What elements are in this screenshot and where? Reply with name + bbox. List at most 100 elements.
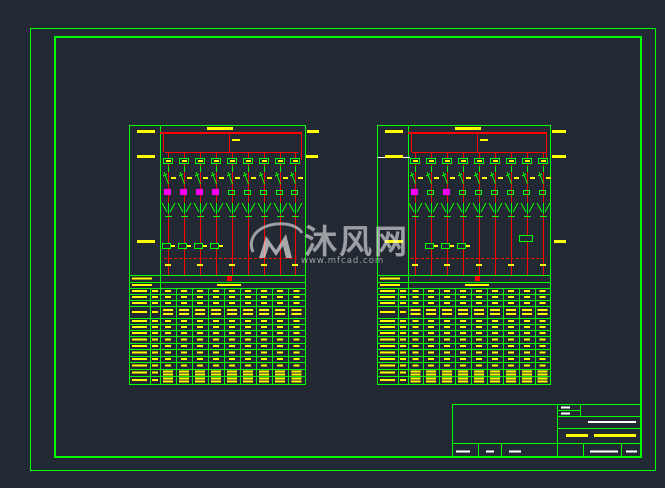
side-label-mark xyxy=(306,155,318,158)
table-cell-mark xyxy=(291,370,302,373)
table-cell-mark xyxy=(426,309,436,311)
switch-label-mark xyxy=(171,177,176,179)
cable-label-mark xyxy=(292,264,298,266)
feeder-circuit xyxy=(177,152,192,275)
disconnect-switch-symbol xyxy=(194,166,201,185)
table-cell-mark xyxy=(476,290,482,292)
contactor-box xyxy=(164,189,171,195)
table-cell-mark xyxy=(261,358,267,360)
table-cell-mark xyxy=(181,332,187,334)
table-label-mark xyxy=(152,345,158,347)
table-cell-mark xyxy=(179,377,189,380)
table-cell-mark xyxy=(211,313,221,315)
current-transformer-symbol xyxy=(408,202,423,217)
table-cell-mark xyxy=(444,326,450,328)
table-cell-mark xyxy=(460,345,466,347)
table-cell-mark xyxy=(293,302,300,304)
switch-label-mark xyxy=(283,177,288,179)
table-cell-mark xyxy=(293,326,300,328)
table-cell-mark xyxy=(539,320,546,322)
table-cell-mark xyxy=(537,313,548,315)
table-cell-mark xyxy=(460,338,466,341)
table-cell-mark xyxy=(490,373,500,376)
meter-box xyxy=(210,243,219,249)
table-cell-mark xyxy=(181,351,187,354)
table-cell-mark xyxy=(458,373,468,376)
title-block-text-mark xyxy=(509,450,521,453)
switch-label-mark xyxy=(251,177,256,179)
table-cell-mark xyxy=(442,377,452,380)
feeder-circuit xyxy=(424,152,439,275)
breaker-label-mark xyxy=(262,160,267,162)
voltage-label-mark xyxy=(385,155,403,158)
table-cell-mark xyxy=(412,290,419,292)
table-cell-mark xyxy=(490,370,500,373)
breaker-label-mark xyxy=(461,160,466,162)
table-cell-mark xyxy=(245,302,251,304)
cable-label-mark xyxy=(197,264,203,266)
table-cell-mark xyxy=(277,320,283,322)
table-cell-mark xyxy=(492,332,498,334)
table-cell-mark xyxy=(293,296,300,298)
contactor-box xyxy=(291,190,298,195)
table-cell-mark xyxy=(474,380,484,383)
table-label-mark xyxy=(152,326,158,328)
table-cell-mark xyxy=(293,332,300,334)
meter-label-mark xyxy=(434,245,438,247)
table-cell-mark xyxy=(428,326,434,328)
switch-label-mark xyxy=(482,177,487,179)
table-cell-mark xyxy=(410,380,421,383)
table-cell-mark xyxy=(261,338,267,341)
cable-label-mark xyxy=(165,264,171,266)
table-cell-mark xyxy=(165,345,171,347)
table-cell-mark xyxy=(426,373,436,376)
switch-label-mark xyxy=(203,177,208,179)
table-cell-mark xyxy=(245,332,251,334)
table-cell-mark xyxy=(229,358,235,360)
current-transformer-symbol xyxy=(536,202,551,217)
table-cell-mark xyxy=(492,302,498,304)
table-cell-mark xyxy=(275,373,285,376)
table-cell-mark xyxy=(245,358,251,360)
table-cell-mark xyxy=(428,351,434,354)
table-cell-mark xyxy=(522,370,532,373)
breaker-label-mark xyxy=(198,160,203,162)
table-cell-mark xyxy=(277,290,283,292)
contactor-box xyxy=(459,190,466,195)
table-cell-mark xyxy=(277,332,283,334)
table-header-mark xyxy=(380,284,400,286)
table-cell-mark xyxy=(211,309,221,311)
table-cell-mark xyxy=(460,320,466,322)
breaker-label-mark xyxy=(278,160,283,162)
table-cell-mark xyxy=(508,320,514,322)
table-label-mark xyxy=(380,326,395,328)
table-cell-mark xyxy=(181,338,187,341)
table-cell-mark xyxy=(524,364,530,367)
table-cell-mark xyxy=(506,380,516,383)
table-cell-mark xyxy=(213,290,219,292)
current-transformer-symbol xyxy=(288,202,303,217)
contactor-box xyxy=(475,190,482,195)
incoming-cell-mark xyxy=(227,276,232,281)
table-cell-mark xyxy=(474,370,484,373)
table-cell-mark xyxy=(522,380,532,383)
table-cell-mark xyxy=(261,332,267,334)
table-label-mark xyxy=(380,338,395,341)
table-cell-mark xyxy=(277,358,283,360)
table-label-mark xyxy=(380,351,395,354)
table-cell-mark xyxy=(524,351,530,354)
table-header-mark xyxy=(380,277,400,280)
title-block-title-mark xyxy=(594,434,636,437)
feeder-circuit xyxy=(225,152,240,275)
mfcad-logo-icon xyxy=(249,222,304,258)
table-label-mark xyxy=(400,364,406,367)
table-cell-mark xyxy=(213,296,219,298)
table-cell-mark xyxy=(277,338,283,341)
table-cell-mark xyxy=(537,373,548,376)
table-cell-mark xyxy=(181,290,187,292)
table-label-mark xyxy=(152,320,158,322)
table-cell-mark xyxy=(412,358,419,360)
switch-label-mark xyxy=(235,177,240,179)
breaker-label-mark xyxy=(214,160,219,162)
table-cell-mark xyxy=(243,373,253,376)
